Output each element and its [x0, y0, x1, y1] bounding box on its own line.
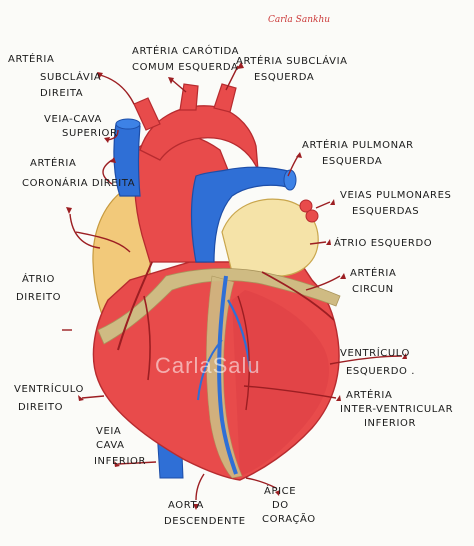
label-arteria-pulmonar-esquerda: ARTÉRIA PULMONAR ESQUERDA	[302, 138, 417, 167]
label-arteria-coronaria-direita: ARTÉRIA CORONÁRIA DIREITA	[22, 156, 135, 189]
coronary-groove-fat	[97, 268, 341, 345]
label-aorta-descendente: AORTA DESCENDENTE	[164, 500, 246, 527]
heart-illustration: CarlaSalu	[92, 83, 341, 481]
label-ventriculo-direito: VENTRÍCULO DIREITO	[14, 382, 88, 413]
interventricular-vessel	[217, 275, 238, 475]
circumflex-artery	[261, 271, 335, 321]
right-coronary-artery	[117, 261, 153, 351]
label-ventriculo-esquerdo: VENTRÍCULO ESQUERDO .	[340, 346, 415, 377]
pulmonary-artery-shape	[190, 166, 293, 263]
label-apice-coracao: ÁPICE DO CORAÇÃO	[262, 484, 316, 525]
label-atrio-direito: ÁTRIO DIREITO	[16, 272, 61, 303]
label-arteria-subclavia-direita: ARTÉRIA SUBCLÁVIA DIREITA	[8, 52, 105, 99]
label-arteria-subclavia-esquerda: ARTÉRIA SUBCLÁVIA ESQUERDA	[236, 54, 351, 83]
pulmonary-vein-2	[305, 209, 319, 223]
label-veia-cava-inferior: VEIA CAVA INFERIOR	[94, 426, 146, 467]
superior-vena-cava-shape	[113, 123, 141, 197]
label-atrio-esquerdo: ÁTRIO ESQUERDO	[334, 236, 432, 249]
interventricular-fat	[206, 275, 243, 479]
labels: ARTÉRIA SUBCLÁVIA DIREITA ARTÉRIA CARÓTI…	[8, 44, 457, 527]
label-arteria-carotida: ARTÉRIA CARÓTIDA COMUM ESQUERDA	[132, 44, 243, 73]
label-veias-pulmonares-esquerdas: VEIAS PULMONARES ESQUERDAS	[340, 190, 455, 217]
label-arteria-circunflexa: ARTÉRIA CIRCUN	[350, 266, 400, 295]
right-subclavian-artery-shape	[133, 97, 161, 131]
left-carotid-artery-shape	[179, 83, 199, 111]
artist-signature: Carla Sankhu	[268, 15, 330, 25]
watermark: CarlaSalu	[155, 353, 261, 378]
label-arteria-interventricular: ARTÉRIA INTER-VENTRICULAR INFERIOR	[340, 388, 457, 429]
left-ventricle-shading	[232, 290, 329, 476]
left-subclavian-artery-shape	[213, 83, 237, 113]
pulmonary-vein-1	[299, 199, 313, 213]
label-veia-cava-superior: VEIA-CAVA SUPERIOR	[44, 114, 118, 139]
leader-lines	[62, 62, 407, 510]
